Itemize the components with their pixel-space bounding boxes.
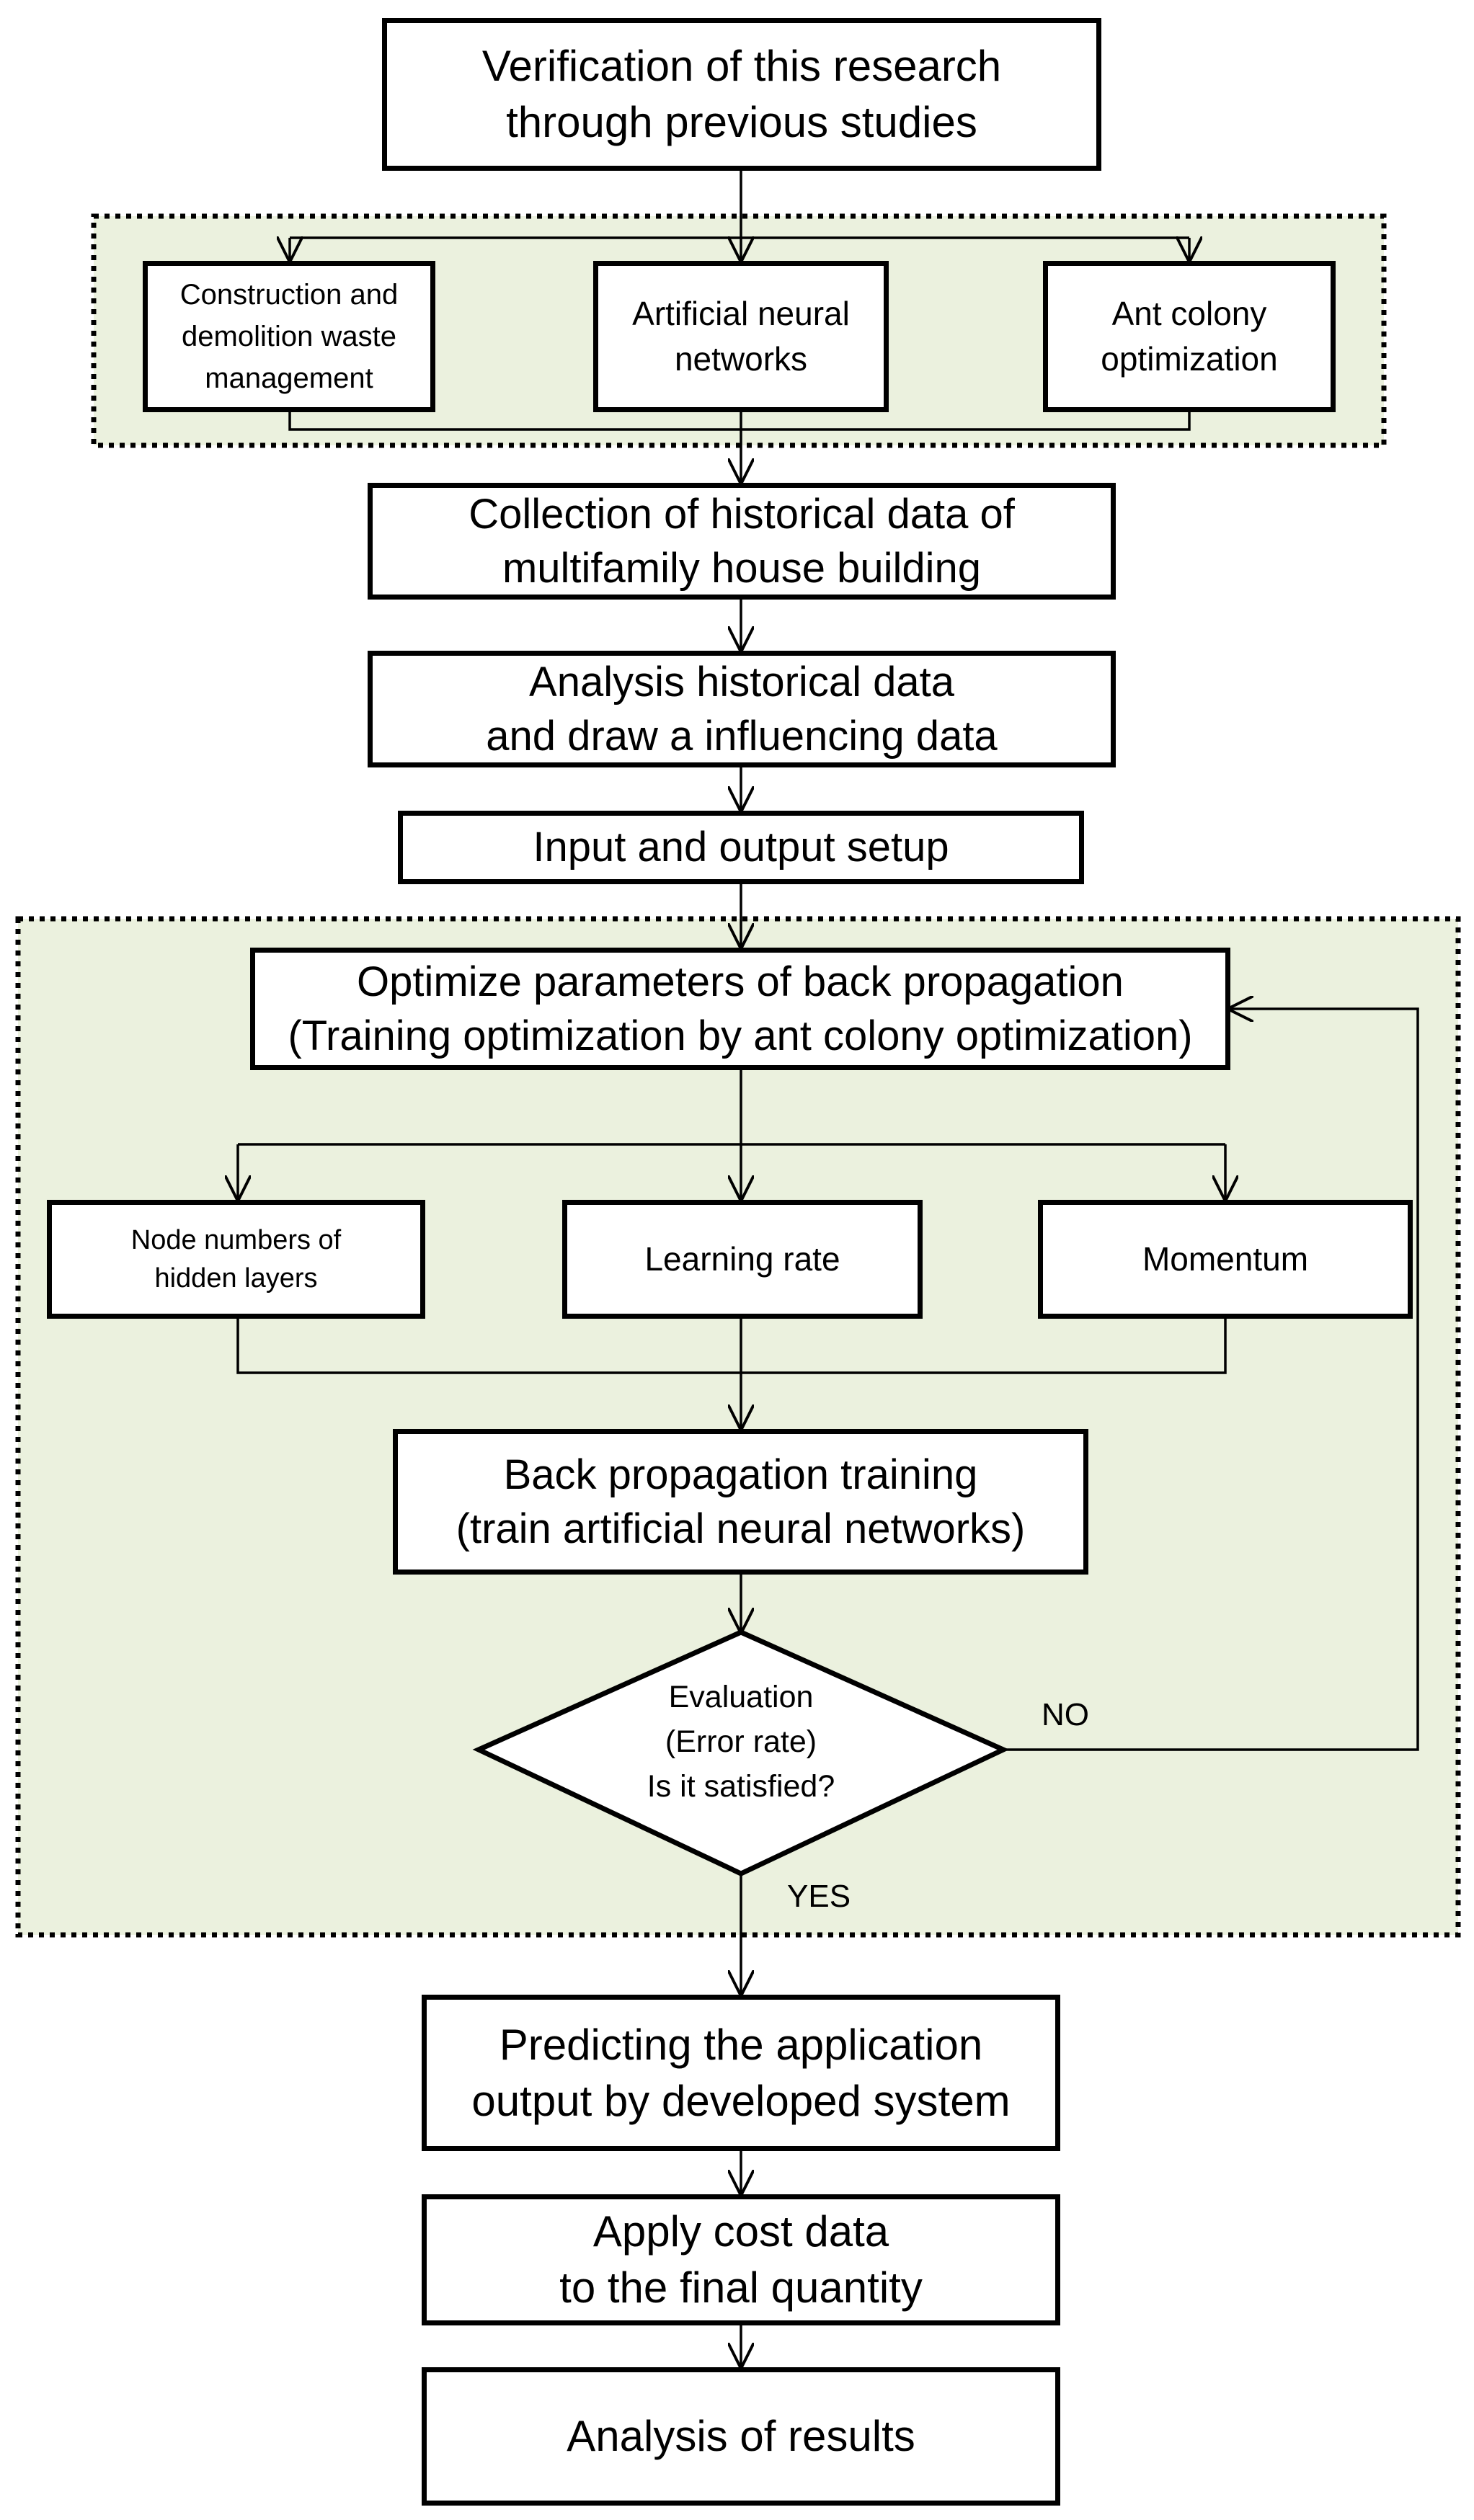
no-label: NO xyxy=(1042,1697,1089,1732)
node-numbers-box: Node numbers of hidden layers xyxy=(47,1200,425,1319)
momentum-label: Momentum xyxy=(1142,1240,1309,1278)
aco-box: Ant colony optimization xyxy=(1043,261,1336,412)
merge-connector-params xyxy=(236,1317,1227,1374)
apply-cost-label: Apply cost data to the final quantity xyxy=(559,2207,923,2312)
ann-box: Artificial neural networks xyxy=(593,261,889,412)
cdw-management-box: Construction and demolition waste manage… xyxy=(143,261,435,412)
yes-label: YES xyxy=(787,1879,851,1914)
aco-label: Ant colony optimization xyxy=(1101,295,1278,378)
predicting-label: Predicting the application output by dev… xyxy=(471,2020,1011,2125)
predicting-box: Predicting the application output by dev… xyxy=(422,1995,1060,2151)
momentum-box: Momentum xyxy=(1038,1200,1413,1319)
analysis-results-box: Analysis of results xyxy=(422,2367,1060,2506)
analysis-historical-box: Analysis historical data and draw a infl… xyxy=(368,651,1116,767)
io-setup-box: Input and output setup xyxy=(398,811,1084,884)
evaluation-diamond xyxy=(472,1629,1010,1876)
merge-connector-top xyxy=(288,411,1191,431)
collection-box: Collection of historical data of multifa… xyxy=(368,483,1116,600)
node-numbers-label: Node numbers of hidden layers xyxy=(130,1225,342,1294)
optimize-params-box: Optimize parameters of back propagation … xyxy=(250,948,1230,1070)
collection-label: Collection of historical data of multifa… xyxy=(469,490,1015,592)
apply-cost-box: Apply cost data to the final quantity xyxy=(422,2194,1060,2325)
ann-label: Artificial neural networks xyxy=(632,295,850,378)
optimize-params-label: Optimize parameters of back propagation … xyxy=(288,958,1193,1059)
learning-rate-box: Learning rate xyxy=(562,1200,923,1319)
evaluation-label: Evaluation (Error rate) Is it satisfied? xyxy=(647,1680,835,1804)
bp-training-box: Back propagation training (train artific… xyxy=(393,1429,1088,1575)
bp-training-label: Back propagation training (train artific… xyxy=(456,1451,1026,1552)
learning-rate-label: Learning rate xyxy=(644,1240,840,1278)
no-loop-connector xyxy=(1003,1009,1419,1751)
verification-label: Verification of this research through pr… xyxy=(481,42,1002,146)
verification-box: Verification of this research through pr… xyxy=(382,18,1101,171)
analysis-historical-label: Analysis historical data and draw a infl… xyxy=(486,658,998,760)
io-setup-label: Input and output setup xyxy=(533,824,949,871)
analysis-results-label: Analysis of results xyxy=(567,2412,915,2460)
cdw-management-label: Construction and demolition waste manage… xyxy=(179,279,399,394)
